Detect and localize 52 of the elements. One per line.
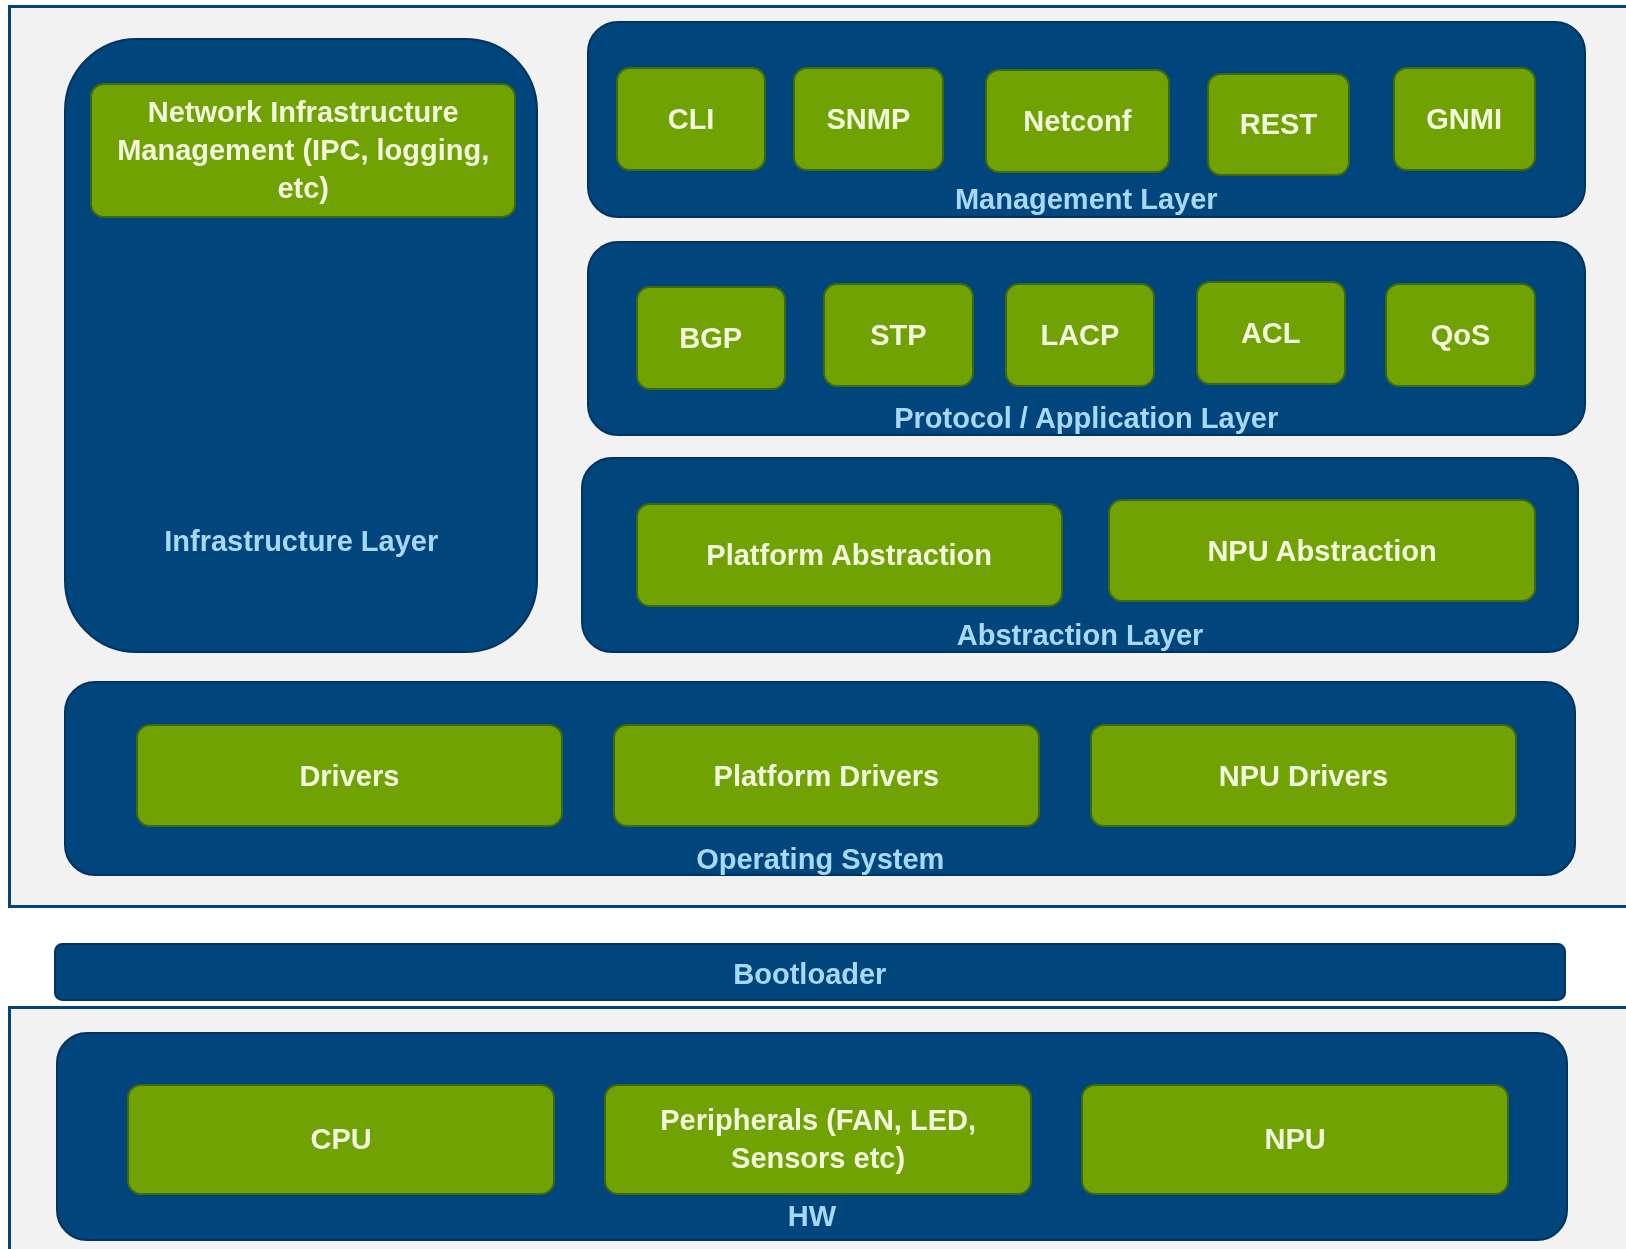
component-box — [1385, 283, 1536, 387]
layer-title: Infrastructure Layer — [163, 525, 440, 558]
component-label: CLI — [666, 102, 716, 138]
layer-title: HW — [786, 1200, 838, 1233]
component-label: Netconf — [1022, 104, 1133, 140]
component-box — [612, 723, 1040, 828]
component-box — [1206, 72, 1351, 177]
component-label: QoS — [1429, 317, 1492, 353]
layer-panel — [586, 20, 1586, 218]
component-box — [793, 67, 944, 171]
layer-panel — [64, 681, 1577, 877]
component-box — [635, 502, 1063, 607]
layer-title: Bootloader — [732, 957, 888, 990]
component-box — [1108, 498, 1536, 603]
layer-title: Operating System — [695, 842, 946, 875]
component-box — [1392, 67, 1536, 171]
component-box — [127, 1083, 555, 1195]
component-label: Peripherals (FAN, LED, Sensors etc) — [659, 1103, 977, 1177]
component-label: GNMI — [1425, 102, 1503, 138]
component-label: LACP — [1039, 317, 1121, 353]
component-label: Drivers — [298, 758, 401, 794]
component-box — [985, 69, 1170, 174]
layer-panel — [53, 942, 1566, 1001]
layer-title: Abstraction Layer — [955, 618, 1205, 651]
layer-panel — [64, 38, 539, 654]
component-label: REST — [1238, 107, 1319, 143]
component-label: NPU Drivers — [1217, 758, 1389, 794]
component-box — [604, 1083, 1032, 1195]
component-label: Platform Drivers — [712, 758, 941, 794]
component-box — [635, 286, 786, 390]
component-box — [1081, 1083, 1509, 1195]
component-label: Platform Abstraction — [705, 537, 994, 573]
component-box — [1195, 280, 1346, 385]
component-label: SNMP — [825, 102, 912, 138]
component-label: NPU — [1263, 1122, 1327, 1158]
component-label: ACL — [1239, 315, 1302, 351]
component-label: STP — [869, 317, 928, 353]
layer-title: Management Layer — [953, 183, 1219, 215]
component-label: Network Infrastructure Management (IPC, logging, etc) — [116, 95, 491, 207]
component-label: CPU — [309, 1122, 373, 1158]
component-label: NPU Abstraction — [1206, 533, 1438, 569]
layer-panel — [586, 240, 1586, 436]
layer-panel — [580, 457, 1580, 654]
layer-panel — [56, 1031, 1568, 1242]
component-box — [135, 723, 563, 828]
component-label: BGP — [678, 320, 744, 356]
component-box — [615, 67, 767, 171]
component-box — [1089, 723, 1517, 828]
component-box — [90, 82, 517, 218]
component-box — [823, 283, 974, 387]
component-box — [1004, 283, 1156, 387]
layer-title: Protocol / Application Layer — [893, 401, 1280, 434]
